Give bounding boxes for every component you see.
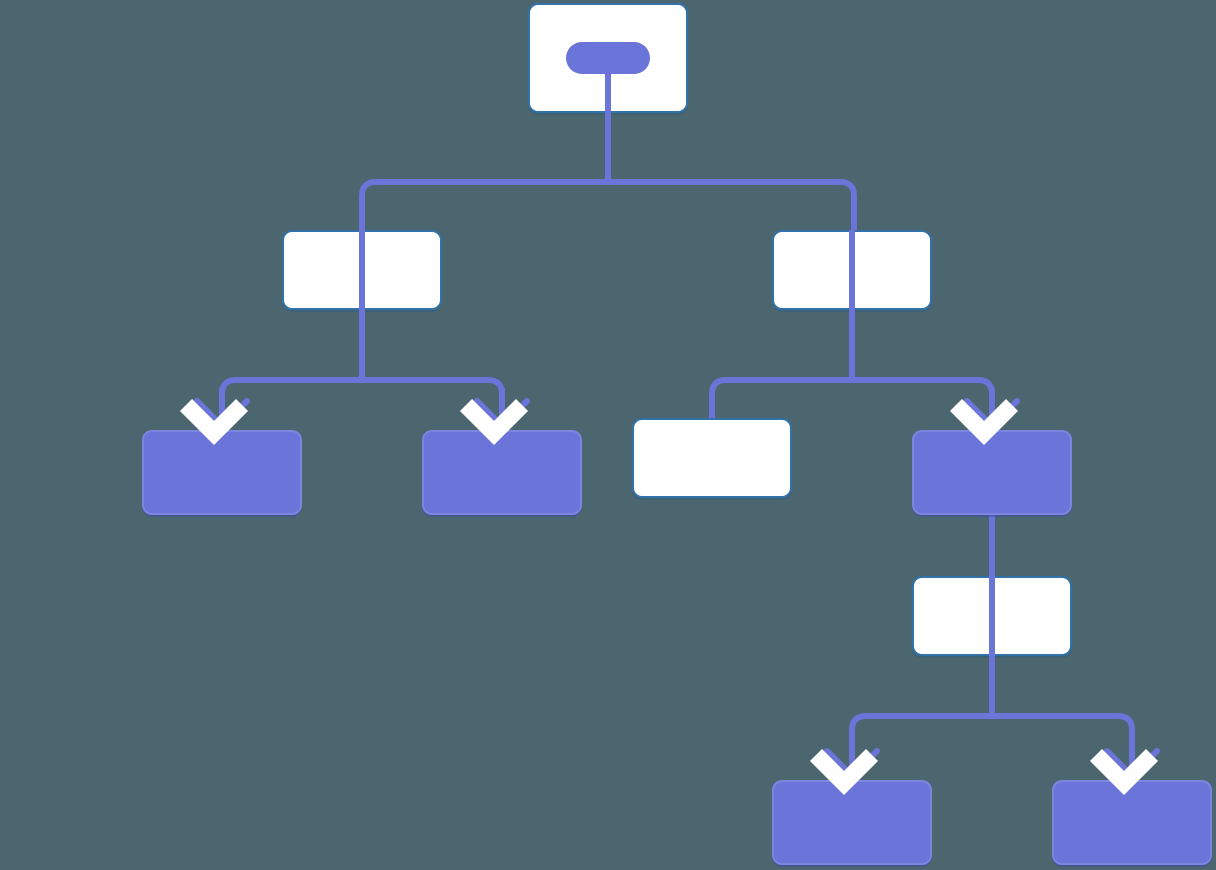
node-badge-pill bbox=[566, 42, 650, 74]
diagram-node-l4-a[interactable] bbox=[912, 576, 1072, 656]
diagram-node-l3-c[interactable] bbox=[632, 418, 792, 498]
diagram-node-l5-a[interactable] bbox=[772, 780, 932, 865]
diagram-node-l2-right[interactable] bbox=[772, 230, 932, 310]
diagram-node-l3-a[interactable] bbox=[142, 430, 302, 515]
diagram-node-l5-b[interactable] bbox=[1052, 780, 1212, 865]
diagram-node-l3-b[interactable] bbox=[422, 430, 582, 515]
diagram-node-root[interactable] bbox=[528, 3, 688, 113]
diagram-node-l3-d[interactable] bbox=[912, 430, 1072, 515]
diagram-node-l2-left[interactable] bbox=[282, 230, 442, 310]
